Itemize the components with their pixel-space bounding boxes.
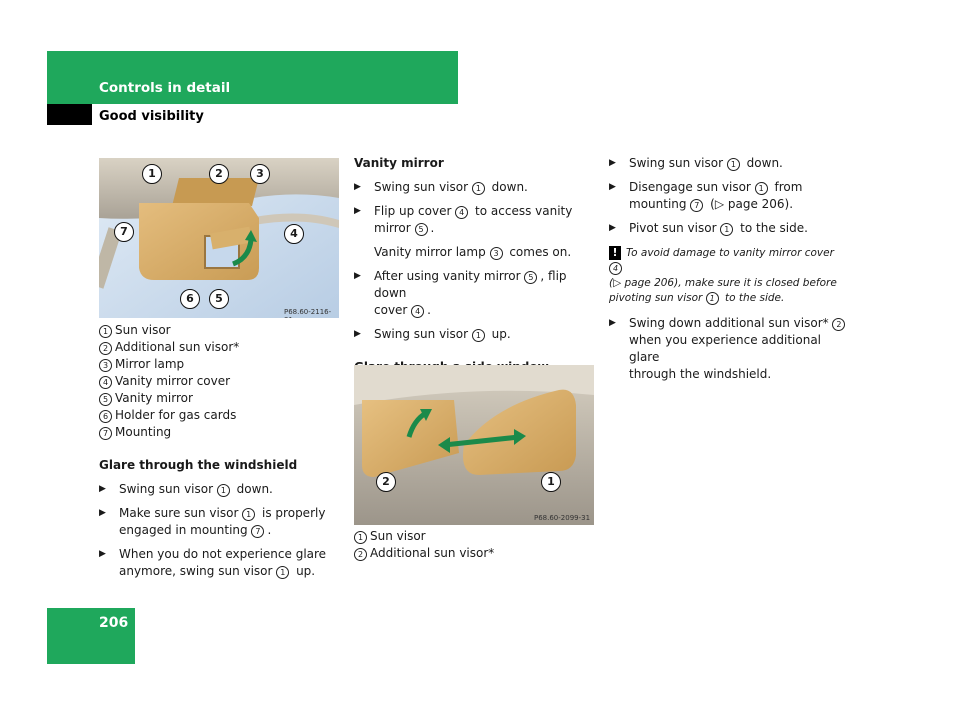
figure-code: P68.60-2116-31 [284,308,332,318]
side-window-illustration [354,365,594,525]
warning-icon: ! [609,246,621,260]
callout-1: 1 [541,472,561,492]
header-band [47,51,458,104]
figure-side-window: 2 1 P68.60-2099-31 [354,365,594,525]
step: When you do not experience glareanymore,… [99,546,334,580]
figure-sun-visor-parts: 1 2 3 4 5 6 7 P68.60-2116-31 [99,158,339,318]
heading-vanity-mirror: Vanity mirror [354,156,444,170]
step: Swing sun visor 1 up. [354,326,594,343]
page-number: 206 [99,615,129,631]
section-side-window-steps: Swing sun visor 1 down. Disengage sun vi… [609,155,849,383]
callout-7: 7 [114,222,134,242]
section-title: Controls in detail [99,80,231,96]
step: Swing sun visor 1 down. [99,481,334,498]
step: Swing sun visor 1 down. [354,179,594,196]
step: Swing sun visor 1 down. [609,155,849,172]
callout-2: 2 [376,472,396,492]
subsection-title: Good visibility [99,109,204,124]
callout-6: 6 [180,289,200,309]
callout-1: 1 [142,164,162,184]
callout-2: 2 [209,164,229,184]
section-marker [47,104,92,125]
section-windshield: Glare through the windshield Swing sun v… [99,457,334,580]
callout-3: 3 [250,164,270,184]
page-number-band [47,608,135,664]
step: After using vanity mirror 5, flip downco… [354,268,594,319]
section-vanity-mirror: Vanity mirror Swing sun visor 1 down. Fl… [354,155,594,376]
figure-code: P68.60-2099-31 [534,514,591,522]
callout-4: 4 [284,224,304,244]
callout-5: 5 [209,289,229,309]
step: Pivot sun visor 1 to the side. [609,220,849,237]
lamp-note: Vanity mirror lamp 3 comes on. [374,245,572,260]
step: Make sure sun visor 1 is properlyengaged… [99,505,334,539]
warning-note: !To avoid damage to vanity mirror cover … [609,246,837,305]
heading-windshield: Glare through the windshield [99,458,298,472]
